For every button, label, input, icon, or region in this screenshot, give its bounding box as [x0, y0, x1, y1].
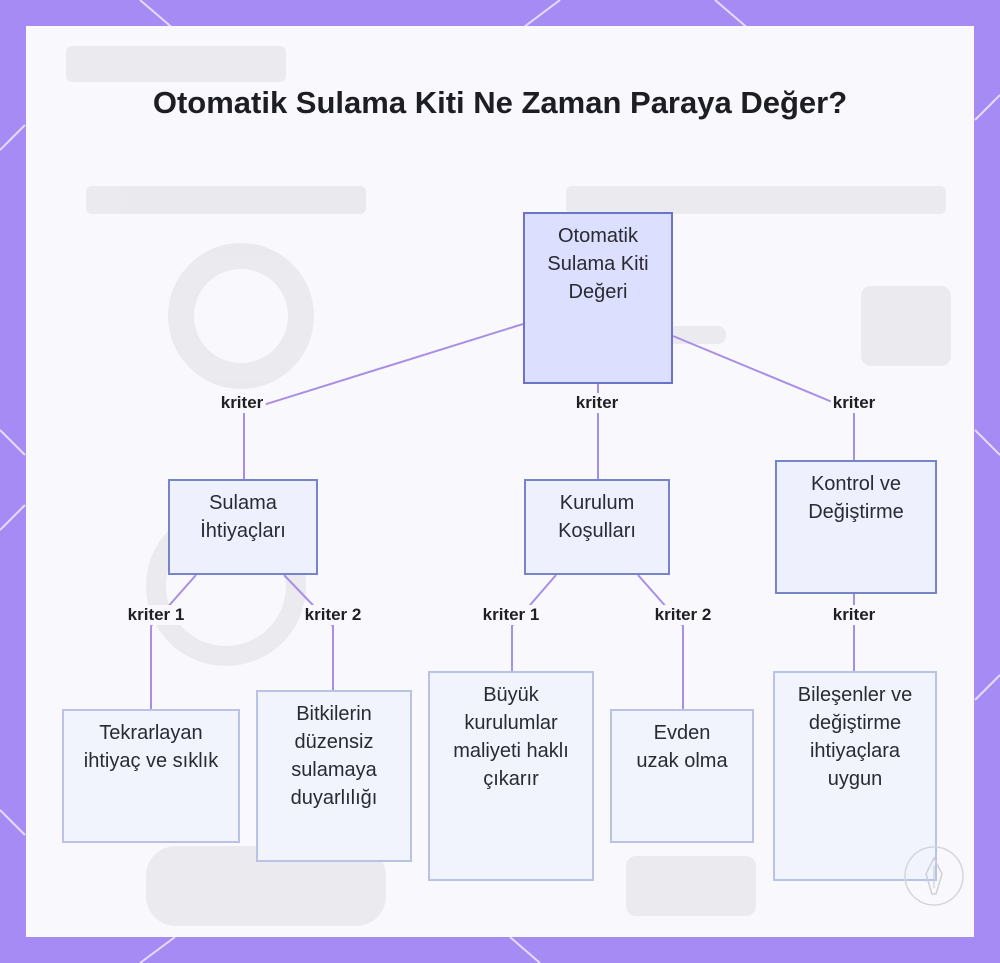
- edge-root-n3: [672, 335, 855, 460]
- node-l2: Bitkilerin düzensiz sulamaya duyarlılığı: [256, 690, 412, 862]
- node-root: Otomatik Sulama Kiti Değeri: [523, 212, 673, 384]
- node-l5: Bileşenler ve değiştirme ihtiyaçlara uyg…: [773, 671, 937, 881]
- node-l4: Evden uzak olma: [610, 709, 754, 843]
- node-l3: Büyük kurulumlar maliyeti haklı çıkarır: [428, 671, 594, 881]
- edge-label-root-n2: kriter: [573, 393, 621, 413]
- edge-label-n1-l2: kriter 2: [302, 605, 364, 625]
- node-n2: Kurulum Koşulları: [524, 479, 670, 575]
- edge-label-n2-l4: kriter 2: [652, 605, 714, 625]
- edge-label-n1-l1: kriter 1: [125, 605, 187, 625]
- edge-n2-l4: [637, 574, 684, 709]
- edge-root-n1: [243, 323, 524, 479]
- diagram-title: Otomatik Sulama Kiti Ne Zaman Paraya Değ…: [152, 85, 848, 120]
- watermark-logo-icon: [904, 846, 964, 906]
- edge-label-root-n1: kriter: [218, 393, 266, 413]
- node-n3: Kontrol ve Değiştirme: [775, 460, 937, 594]
- edge-label-n2-l3: kriter 1: [480, 605, 542, 625]
- edge-n1-l2: [283, 574, 334, 690]
- edge-n2-l3: [511, 574, 557, 671]
- diagram-panel: Otomatik Sulama Kiti Ne Zaman Paraya Değ…: [26, 26, 974, 937]
- edge-n1-l1: [150, 574, 197, 709]
- edge-label-n3-l5: kriter: [830, 605, 878, 625]
- edge-label-root-n3: kriter: [830, 393, 878, 413]
- node-l1: Tekrarlayan ihtiyaç ve sıklık: [62, 709, 240, 843]
- node-n1: Sulama İhtiyaçları: [168, 479, 318, 575]
